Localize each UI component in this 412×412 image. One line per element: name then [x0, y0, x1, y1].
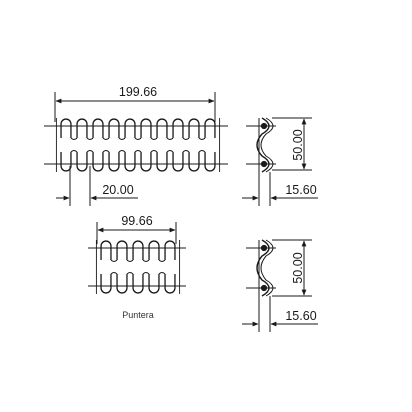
- top-loop-bridge: [102, 150, 110, 153]
- bottom-loop-bridge: [110, 259, 118, 262]
- top-loop-bridge: [70, 150, 78, 153]
- top-loop-bridge: [86, 137, 94, 140]
- bottom-upper-loop: [164, 240, 176, 260]
- top-loop-bridge: [166, 137, 174, 140]
- bottom-loop-bridge: [126, 272, 134, 275]
- top-loop-bridge: [198, 137, 206, 140]
- top-upper-loop: [76, 118, 88, 138]
- top-loop-bridge: [118, 150, 126, 153]
- top-thickness-dimension: [242, 172, 318, 206]
- bottom-lower-loop: [116, 274, 128, 294]
- top-loop-bridge: [182, 150, 190, 153]
- bottom-thickness-dimension: [242, 296, 318, 332]
- bottom-loop-bridge: [158, 259, 166, 262]
- top-belt-loops: [55, 118, 221, 172]
- top-lower-loop: [156, 152, 168, 172]
- top-loop-bridge: [86, 150, 94, 153]
- bottom-lower-loop: [164, 274, 176, 294]
- top-height-label: 50.00: [291, 129, 305, 160]
- bottom-lower-loop: [132, 274, 144, 294]
- top-loop-bridge: [182, 137, 190, 140]
- top-lower-loop: [108, 152, 120, 172]
- bottom-belt-loops: [95, 240, 181, 294]
- bottom-upper-loop: [132, 240, 144, 260]
- top-upper-loop: [204, 118, 216, 138]
- top-pitch-label: 20.00: [102, 183, 133, 197]
- top-loop-bridge: [134, 150, 142, 153]
- top-upper-loop: [124, 118, 136, 138]
- top-upper-loop: [188, 118, 200, 138]
- top-upper-loop: [108, 118, 120, 138]
- bottom-upper-loop: [148, 240, 160, 260]
- top-side-view: [246, 117, 276, 173]
- top-lower-loop: [172, 152, 184, 172]
- top-thickness-label: 15.60: [285, 183, 316, 197]
- top-plan-view: [44, 118, 228, 172]
- top-lower-loop: [140, 152, 152, 172]
- top-lower-loop: [124, 152, 136, 172]
- top-upper-loop: [156, 118, 168, 138]
- top-upper-loop: [140, 118, 152, 138]
- top-lower-loop: [204, 152, 216, 172]
- top-lower-loop: [92, 152, 104, 172]
- top-lower-loop: [188, 152, 200, 172]
- bottom-loop-bridge: [158, 272, 166, 275]
- bottom-height-dimension: [272, 239, 312, 297]
- top-width-label: 199.66: [119, 85, 157, 99]
- bottom-plan-view: [88, 240, 186, 294]
- top-loop-bridge: [150, 137, 158, 140]
- bottom-width-dimension: [96, 222, 177, 244]
- top-loop-bridge: [134, 137, 142, 140]
- top-loop-bridge: [118, 137, 126, 140]
- top-loop-bridge: [150, 150, 158, 153]
- bottom-side-view: [246, 239, 276, 297]
- bottom-height-label: 50.00: [291, 252, 305, 283]
- top-upper-loop: [172, 118, 184, 138]
- bottom-lower-loop: [148, 274, 160, 294]
- top-upper-loop: [60, 118, 72, 138]
- top-loop-bridge: [70, 137, 78, 140]
- caption-puntera: Puntera: [122, 310, 154, 320]
- top-height-dimension: [272, 117, 312, 171]
- bottom-width-label: 99.66: [121, 214, 152, 228]
- bottom-upper-loop: [100, 240, 112, 260]
- top-width-dimension: [54, 92, 216, 122]
- bottom-upper-loop: [116, 240, 128, 260]
- bottom-thickness-label: 15.60: [285, 309, 316, 323]
- bottom-loop-bridge: [142, 272, 150, 275]
- top-lower-loop: [76, 152, 88, 172]
- top-loop-bridge: [198, 150, 206, 153]
- top-pitch-dimension: [56, 166, 138, 206]
- bottom-loop-bridge: [110, 272, 118, 275]
- top-upper-loop: [92, 118, 104, 138]
- bottom-loop-bridge: [142, 259, 150, 262]
- top-loop-bridge: [102, 137, 110, 140]
- top-lower-loop: [60, 152, 72, 172]
- bottom-loop-bridge: [126, 259, 134, 262]
- top-loop-bridge: [166, 150, 174, 153]
- bottom-lower-loop: [100, 274, 112, 294]
